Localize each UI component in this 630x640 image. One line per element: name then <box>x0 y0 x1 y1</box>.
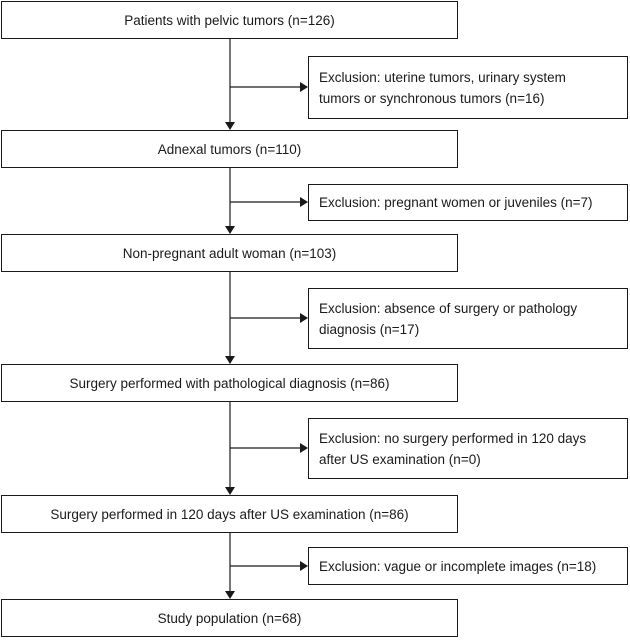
exclusion-box-1: Exclusion: uterine tumors, urinary syste… <box>308 56 628 119</box>
exclusion-line-2: tumors or synchronous tumors (n=16) <box>319 90 545 106</box>
exclusion-text: Exclusion: vague or incomplete images (n… <box>319 556 596 577</box>
exclusion-line-2: diagnosis (n=17) <box>319 321 420 337</box>
exclusion-text: Exclusion: pregnant women or juveniles (… <box>319 192 593 213</box>
exclusion-text: Exclusion: absence of surgery or patholo… <box>319 298 577 340</box>
exclusion-box-5: Exclusion: vague or incomplete images (n… <box>308 547 628 585</box>
exclusion-text: Exclusion: no surgery performed in 120 d… <box>319 428 586 470</box>
step-label: Study population (n=68) <box>157 610 302 626</box>
exclusion-line-1: Exclusion: no surgery performed in 120 d… <box>319 430 587 446</box>
exclusion-line-1: Exclusion: pregnant women or juveniles (… <box>319 195 593 210</box>
exclusion-box-3: Exclusion: absence of surgery or patholo… <box>308 288 628 349</box>
step-label: Adnexal tumors (n=110) <box>157 141 302 157</box>
step-surgery-pathology: Surgery performed with pathological diag… <box>1 364 458 402</box>
exclusion-box-2: Exclusion: pregnant women or juveniles (… <box>308 184 628 221</box>
exclusion-line-1: Exclusion: vague or incomplete images (n… <box>319 558 597 574</box>
exclusion-text: Exclusion: uterine tumors, urinary syste… <box>319 67 566 109</box>
exclusion-line-2: after US examination (n=0) <box>319 451 481 467</box>
step-surgery-120-days: Surgery performed in 120 days after US e… <box>1 495 458 533</box>
exclusion-line-1: Exclusion: uterine tumors, urinary syste… <box>319 69 566 85</box>
step-label: Non-pregnant adult woman (n=103) <box>122 245 337 261</box>
step-non-pregnant-adult: Non-pregnant adult woman (n=103) <box>1 234 458 272</box>
exclusion-line-1: Exclusion: absence of surgery or patholo… <box>319 300 578 316</box>
exclusion-box-4: Exclusion: no surgery performed in 120 d… <box>308 418 628 479</box>
step-label: Surgery performed with pathological diag… <box>69 375 390 391</box>
step-label: Surgery performed in 120 days after US e… <box>50 506 409 522</box>
step-study-population: Study population (n=68) <box>1 599 458 637</box>
step-label: Patients with pelvic tumors (n=126) <box>124 12 335 28</box>
step-adnexal-tumors: Adnexal tumors (n=110) <box>1 130 458 168</box>
step-patients-pelvic-tumors: Patients with pelvic tumors (n=126) <box>1 1 458 39</box>
